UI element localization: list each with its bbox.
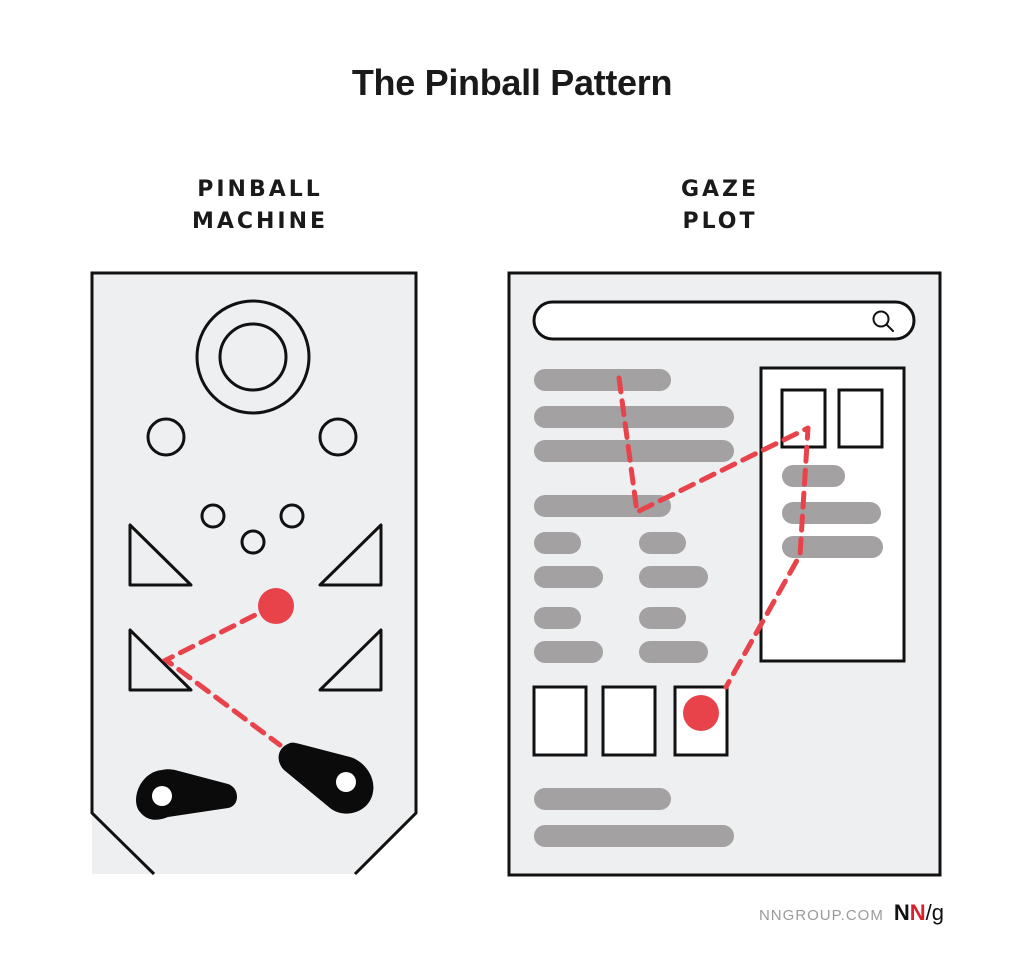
logo-slash: / xyxy=(925,900,932,925)
pinball-machine xyxy=(90,271,418,876)
text-line xyxy=(639,532,686,554)
content-thumbnail xyxy=(601,685,657,757)
heading-line: PINBALL xyxy=(197,177,323,202)
text-line xyxy=(534,369,671,391)
bumper-right-icon xyxy=(318,417,358,457)
text-line xyxy=(782,465,845,487)
text-line xyxy=(782,502,881,524)
slingshot-upper-right-icon xyxy=(318,523,383,587)
gaze-plot-heading: GAZE PLOT xyxy=(590,174,850,238)
text-line xyxy=(534,406,734,428)
slingshot-lower-left-icon xyxy=(128,628,193,692)
slingshot-upper-left-icon xyxy=(128,523,193,587)
gaze-plot xyxy=(507,271,942,877)
pin-icon xyxy=(200,503,226,529)
heading-line: PLOT xyxy=(682,209,758,234)
bumper-inner-ring-icon xyxy=(218,322,288,392)
logo-letter: N xyxy=(893,900,910,925)
pinball-ball-icon xyxy=(258,588,294,624)
ball-trajectory xyxy=(161,602,283,748)
text-line xyxy=(639,641,708,663)
logo-letter: g xyxy=(931,900,944,925)
pin-icon xyxy=(279,503,305,529)
text-line xyxy=(534,532,581,554)
search-bar xyxy=(532,300,916,341)
text-line xyxy=(639,607,686,629)
pinball-cabinet xyxy=(92,273,416,874)
text-line xyxy=(534,788,671,810)
flipper-right-icon xyxy=(278,742,374,814)
site-url: NNGROUP.COM xyxy=(758,907,884,924)
footer-branding: NNGROUP.COM NN/g xyxy=(759,900,944,926)
text-line xyxy=(534,825,734,847)
diagram-title: The Pinball Pattern xyxy=(351,62,673,103)
pinball-machine-heading: PINBALL MACHINE xyxy=(130,174,390,238)
slingshot-lower-right-icon xyxy=(318,628,383,692)
sidebar-thumbnail xyxy=(837,388,884,449)
flipper-left-icon xyxy=(136,769,237,820)
content-thumbnail xyxy=(532,685,588,757)
pinball-cabinet-outline xyxy=(90,271,418,876)
search-icon xyxy=(872,310,894,332)
text-line xyxy=(534,566,603,588)
gaze-fixation-icon xyxy=(683,695,719,731)
sidebar-text xyxy=(782,465,883,558)
text-line xyxy=(782,536,883,558)
logo-letter: N xyxy=(909,900,926,925)
nng-logo: NN/g xyxy=(894,900,944,926)
text-line xyxy=(534,607,581,629)
heading-line: GAZE xyxy=(680,177,760,202)
text-line xyxy=(534,641,603,663)
gaze-path xyxy=(616,375,811,690)
pin-icon xyxy=(240,529,266,555)
text-line xyxy=(639,566,708,588)
bumper-outer-ring-icon xyxy=(195,299,311,415)
text-line xyxy=(534,440,734,462)
bumper-left-icon xyxy=(146,417,186,457)
heading-line: MACHINE xyxy=(191,209,329,234)
